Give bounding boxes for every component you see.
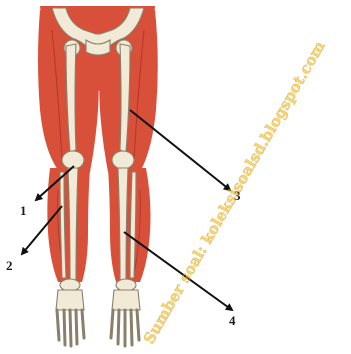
- tibia-right: [68, 168, 78, 280]
- foot-bones-right: [56, 290, 84, 346]
- label-1: 1: [20, 203, 27, 218]
- foot-bones-left: [111, 290, 140, 346]
- label-2: 2: [6, 258, 13, 273]
- watermark-text: Sumber soal: koleksisoalsd.blogspot.com: [140, 38, 329, 347]
- tibia-left: [118, 168, 128, 280]
- label-4: 4: [229, 313, 236, 328]
